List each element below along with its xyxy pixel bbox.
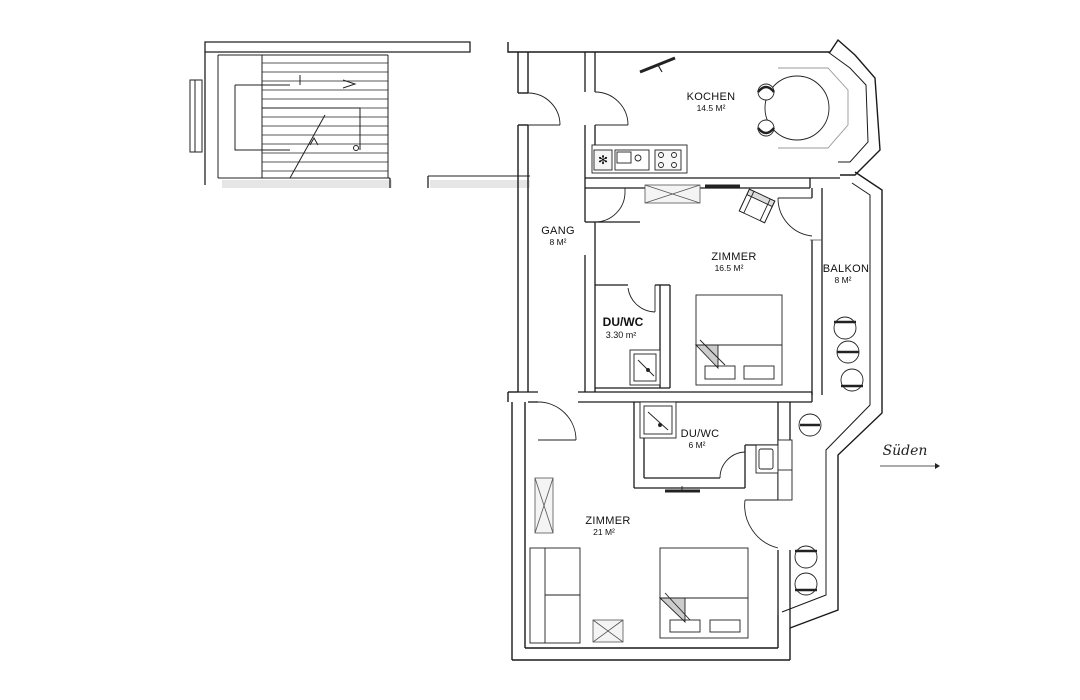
room-label-zimmer-2: ZIMMER <box>585 515 630 527</box>
room-area-balkon: 8 M² <box>835 275 852 285</box>
room-label-balkon: BALKON <box>823 263 869 275</box>
room-area-kochen: 14.5 M² <box>697 103 726 113</box>
balcony-furniture <box>794 316 864 596</box>
room-area-zimmer-2: 21 M² <box>593 527 615 537</box>
svg-text:✻: ✻ <box>598 153 608 167</box>
room-area-zimmer-1: 16.5 M² <box>715 263 744 273</box>
room-area-duwc-2: 6 M² <box>689 440 706 450</box>
room-label-zimmer-1: ZIMMER <box>711 251 756 263</box>
duwc2-fixtures <box>639 401 793 501</box>
compass-south: Süden <box>880 443 940 469</box>
kitchen-fixtures: ✻ <box>591 56 849 188</box>
zimmer2-furniture <box>529 547 749 644</box>
room-area-gang: 8 M² <box>550 237 567 247</box>
room-label-kochen: KOCHEN <box>687 91 736 103</box>
interior-walls <box>518 52 840 628</box>
room-area-duwc-1: 3.30 m² <box>606 330 637 340</box>
compass-label: Süden <box>883 443 928 459</box>
room-label-duwc-2: DU/WC <box>681 428 720 440</box>
room-label-gang: GANG <box>541 225 575 237</box>
zimmer1-furniture <box>694 188 783 386</box>
apartment-walls <box>507 38 883 661</box>
windows <box>534 184 822 643</box>
room-label-duwc-1: DU/WC <box>603 315 644 329</box>
stairwell <box>189 41 530 188</box>
doors <box>527 91 813 549</box>
duwc1-fixtures <box>629 349 661 386</box>
